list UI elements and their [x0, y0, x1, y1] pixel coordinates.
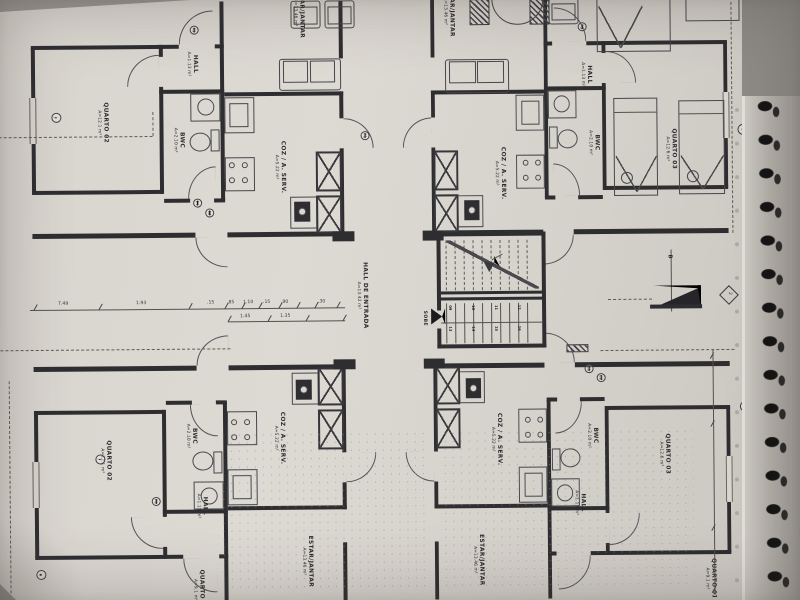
dim-text: .90: [280, 299, 289, 305]
bed-detail: [686, 170, 699, 183]
bed-detail: [620, 171, 633, 184]
washbasin: [553, 95, 570, 113]
toilet-bowl: [557, 129, 578, 149]
duct-shaft: [433, 194, 459, 233]
door-arc: [402, 117, 432, 148]
sofa-cushion: [309, 60, 336, 83]
grid-bubble: J: [95, 454, 106, 465]
hatched-wall: [566, 344, 589, 353]
tread-number: 15: [494, 325, 499, 332]
door-tag: P1: [360, 131, 370, 141]
tank-drain: [468, 206, 476, 215]
wall: [601, 83, 607, 191]
toilet-tank: [549, 126, 558, 149]
wall: [578, 195, 603, 200]
room-label-coz: COZ / A. SERV.A=5.22 m²: [493, 146, 507, 200]
stove-burner: [535, 159, 541, 166]
dim-text: 7.49: [58, 301, 69, 307]
spiral-binding: [744, 91, 800, 600]
kitchen-sink: [521, 100, 540, 125]
sofa-cushion: [476, 60, 505, 84]
dim-text: .15: [262, 299, 271, 306]
grid-bubble: J: [51, 112, 62, 123]
section-bar: [650, 304, 703, 309]
projection-dashed-line: [152, 111, 154, 136]
dim-text: .85: [226, 300, 235, 306]
room-label-coz: COZ / A. SERV.A=5.22 m²: [273, 411, 286, 465]
door-tag: E2: [596, 373, 606, 383]
room-label-coz: COZ / A. SERV.A=5.22 m²: [273, 140, 287, 194]
bed-fold: [620, 5, 643, 48]
tread-number: 14: [471, 326, 476, 332]
tread-number: 13: [448, 326, 453, 332]
bed-fold: [636, 155, 658, 192]
stove-burner: [535, 174, 541, 181]
stove: [516, 154, 545, 189]
door-tag: E1: [584, 364, 594, 374]
floor-plan: 09 10 11 12 13 14 15 16 SOBE: [0, 0, 751, 600]
sobe-arrow: [431, 308, 446, 325]
tread-number: 16: [517, 325, 522, 331]
table-corner: [742, 0, 800, 96]
page-edge: [742, 0, 745, 600]
grid-number: 2: [726, 291, 732, 295]
bed-fold: [702, 154, 725, 190]
duct-shaft: [433, 150, 459, 191]
section-label: B: [666, 254, 673, 260]
door-tag: P2: [151, 496, 161, 506]
stove-burner: [522, 174, 529, 181]
binding-holes: [733, 96, 742, 596]
door-tag: E2: [205, 208, 215, 218]
wall: [573, 227, 729, 235]
door-tag: E1: [193, 198, 203, 208]
door-arc: [605, 50, 637, 84]
dim-text: 1.35: [280, 313, 291, 319]
dim-text: .30: [317, 299, 326, 305]
sofa-cushion: [448, 61, 477, 84]
stove-burner: [522, 159, 529, 166]
room-label-coz: COZ / A. SERV.A=5.22 m²: [490, 412, 503, 466]
armchair-seat: [551, 3, 576, 21]
dim-text: 1.10: [242, 300, 254, 306]
tread-number: 10: [471, 305, 476, 311]
door-arc: [543, 234, 574, 265]
dim-text: .15: [206, 300, 215, 306]
sobe-label: SOBE: [422, 310, 428, 327]
tread-number: 09: [448, 305, 453, 311]
grid-bubble: L: [36, 569, 47, 581]
dining-chair: [529, 0, 550, 25]
armchair-seat: [327, 6, 352, 25]
wall: [544, 195, 556, 200]
door-tag: P3: [189, 25, 199, 35]
tread-number: 11: [494, 304, 499, 311]
wall: [437, 328, 442, 349]
dim-text: 1.45: [240, 314, 251, 320]
dim-text: 1.93: [136, 301, 147, 307]
door-arc: [553, 163, 581, 196]
tread-number: 12: [517, 304, 522, 310]
dining-chair: [469, 0, 490, 26]
bed-fold: [598, 5, 621, 49]
sofa-cushion: [282, 60, 309, 83]
wall: [430, 90, 435, 118]
door-tag: P3: [577, 22, 587, 32]
wall: [430, 0, 435, 58]
floor-texture: [219, 429, 429, 594]
